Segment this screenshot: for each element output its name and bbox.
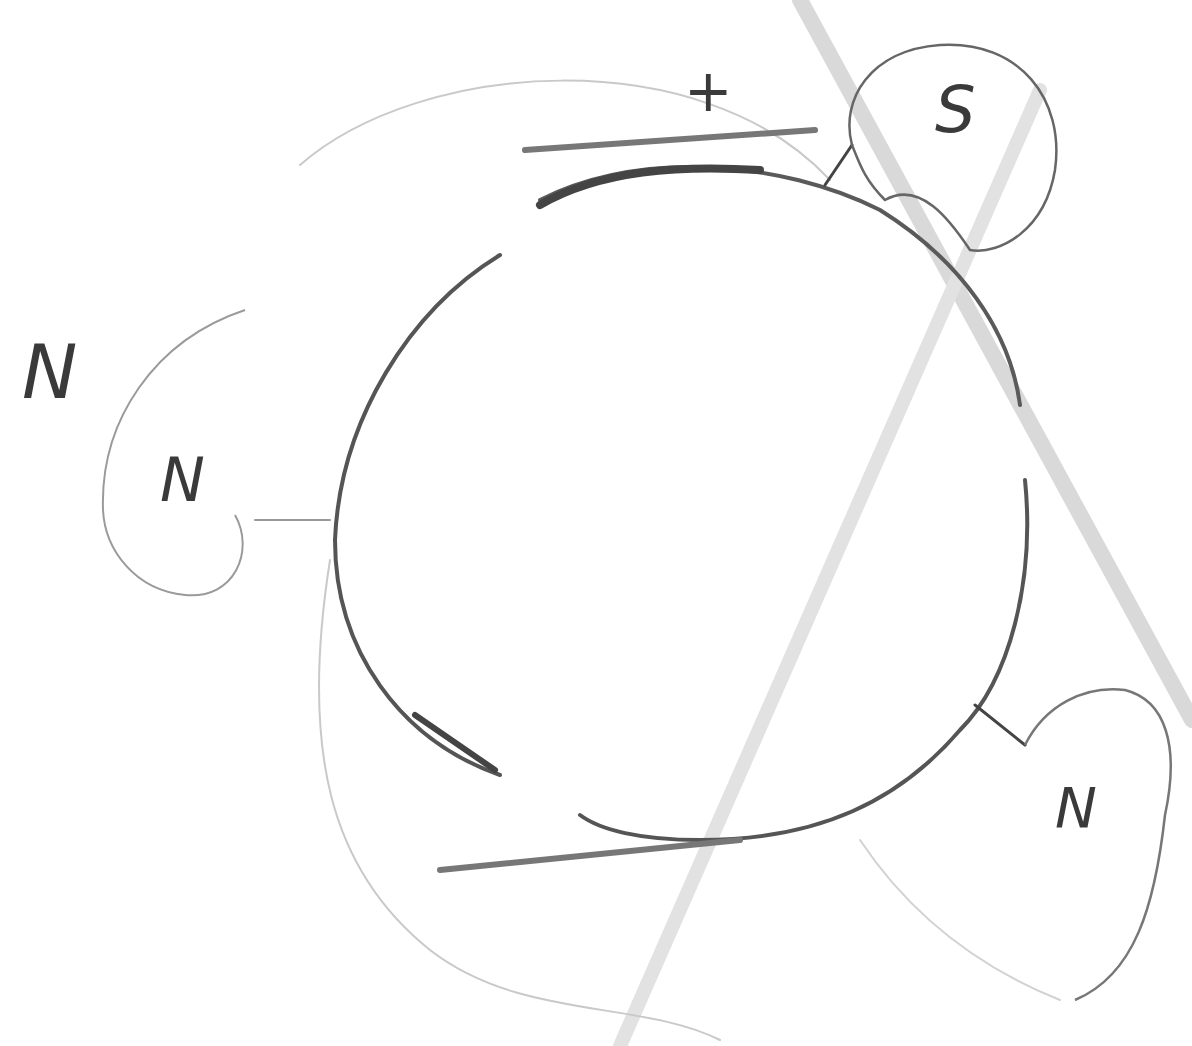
pole-lobe: S [830, 40, 1070, 260]
pole-letter: N [1055, 780, 1097, 836]
ring-arc [540, 167, 1020, 405]
pole-lobe: N [95, 300, 265, 610]
shadow-band [620, 90, 1040, 1046]
lobe-line [103, 310, 245, 595]
pole-letter: N [160, 450, 205, 510]
brush [540, 168, 760, 205]
brush [415, 715, 495, 770]
brush [440, 840, 740, 870]
lobe-line [1025, 689, 1171, 1000]
lead-wire [255, 519, 330, 521]
shadow-band [800, 0, 1192, 720]
field-line [860, 840, 1060, 1000]
polarity-sign: + [684, 62, 733, 120]
pole-lobe: N [1015, 685, 1180, 1015]
lobe-outline [830, 40, 1070, 260]
ring-arc [335, 255, 500, 775]
lead-wire [825, 145, 852, 185]
field-line [319, 560, 720, 1040]
lobe-outline [1015, 685, 1180, 1015]
field-line [300, 81, 830, 180]
ring-arc [580, 480, 1027, 840]
pole-letter: S [935, 78, 976, 142]
lead-wire [975, 705, 1025, 745]
brush [525, 130, 815, 150]
lobe-line [849, 45, 1056, 251]
pole-letter: N [22, 335, 77, 409]
